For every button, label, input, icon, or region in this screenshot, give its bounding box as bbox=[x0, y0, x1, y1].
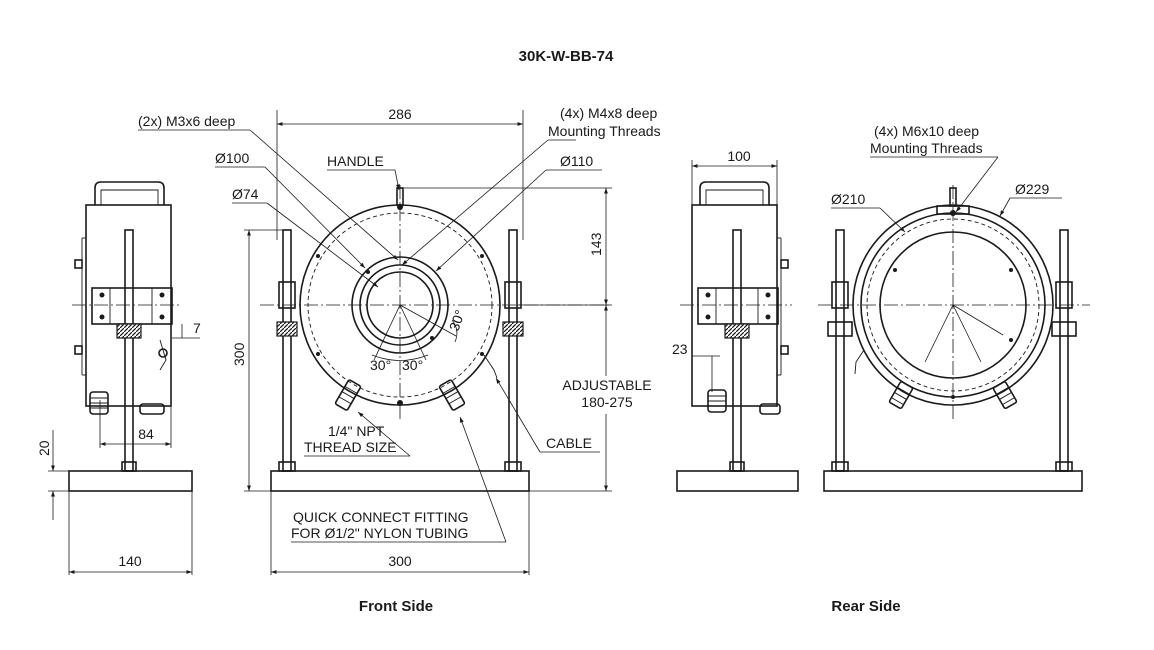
drawing-title: 30K-W-BB-74 bbox=[519, 48, 614, 65]
rear-dia-210: Ø210 bbox=[831, 191, 865, 207]
front-cable-label: CABLE bbox=[546, 435, 592, 451]
rear-dia-229: Ø229 bbox=[1015, 181, 1049, 197]
side-view-left: 7 84 140 20 bbox=[36, 181, 201, 575]
side-left-dim-140: 140 bbox=[118, 553, 142, 569]
front-dim-286: 286 bbox=[388, 106, 412, 122]
front-handle-label: HANDLE bbox=[327, 153, 384, 169]
front-base-plate bbox=[270, 470, 530, 492]
side-left-clamp bbox=[91, 287, 173, 325]
side-left-dim-7: 7 bbox=[193, 320, 201, 336]
front-handle bbox=[396, 187, 404, 206]
front-dim-300-height: 300 bbox=[231, 342, 247, 366]
side-view-right: 100 23 bbox=[672, 148, 799, 492]
front-dia-100: Ø100 bbox=[215, 150, 249, 166]
side-right-base-plate bbox=[676, 470, 799, 492]
rear-right-post bbox=[1059, 229, 1069, 472]
side-left-dim-84: 84 bbox=[138, 426, 154, 442]
front-npt-line2: THREAD SIZE bbox=[304, 439, 397, 455]
front-callout-m3: (2x) M3x6 deep bbox=[138, 113, 235, 129]
front-dia-74: Ø74 bbox=[232, 186, 259, 202]
front-angle-30-b: 30° bbox=[402, 357, 423, 373]
front-npt-line1: 1/4" NPT bbox=[328, 423, 385, 439]
front-cable bbox=[483, 354, 498, 379]
rear-view-title: Rear Side bbox=[831, 598, 900, 615]
front-callout-m4-line2: Mounting Threads bbox=[548, 123, 661, 139]
front-angle-30-a: 30° bbox=[370, 357, 391, 373]
front-dim-300-width: 300 bbox=[388, 553, 412, 569]
side-left-housing bbox=[85, 204, 172, 407]
side-right-dim-100: 100 bbox=[727, 148, 751, 164]
front-qc-line2: FOR Ø1/2" NYLON TUBING bbox=[291, 525, 468, 541]
front-view-title: Front Side bbox=[359, 598, 433, 615]
side-left-handle bbox=[94, 181, 165, 205]
front-right-post bbox=[508, 229, 518, 472]
rear-callout-line1: (4x) M6x10 deep bbox=[874, 123, 979, 139]
side-left-knob bbox=[116, 323, 142, 339]
front-adjustable-line1: ADJUSTABLE bbox=[562, 377, 651, 393]
front-adjustable-line2: 180-275 bbox=[581, 394, 633, 410]
side-left-dim-20: 20 bbox=[36, 440, 52, 456]
side-right-housing bbox=[691, 204, 778, 407]
front-left-post bbox=[282, 229, 292, 472]
front-angle-30-c: 30° bbox=[446, 308, 468, 333]
front-dim-143: 143 bbox=[588, 232, 604, 256]
side-right-dim-23: 23 bbox=[672, 341, 688, 357]
rear-callout-line2: Mounting Threads bbox=[870, 140, 983, 156]
rear-base-plate bbox=[823, 470, 1083, 492]
side-left-post bbox=[124, 229, 134, 472]
front-view: 30° 30° 30° 286 143 300 ADJUSTABLE 180-2… bbox=[138, 105, 661, 615]
front-qc-line1: QUICK CONNECT FITTING bbox=[293, 509, 469, 525]
rear-view: (4x) M6x10 deep Mounting Threads Ø210 Ø2… bbox=[818, 123, 1090, 615]
side-right-post bbox=[732, 229, 742, 472]
side-right-handle bbox=[699, 181, 770, 205]
rear-left-post bbox=[835, 229, 845, 472]
front-dia-110: Ø110 bbox=[560, 153, 593, 169]
side-left-base-plate bbox=[68, 470, 193, 492]
front-callout-m4-line1: (4x) M4x8 deep bbox=[560, 105, 657, 121]
